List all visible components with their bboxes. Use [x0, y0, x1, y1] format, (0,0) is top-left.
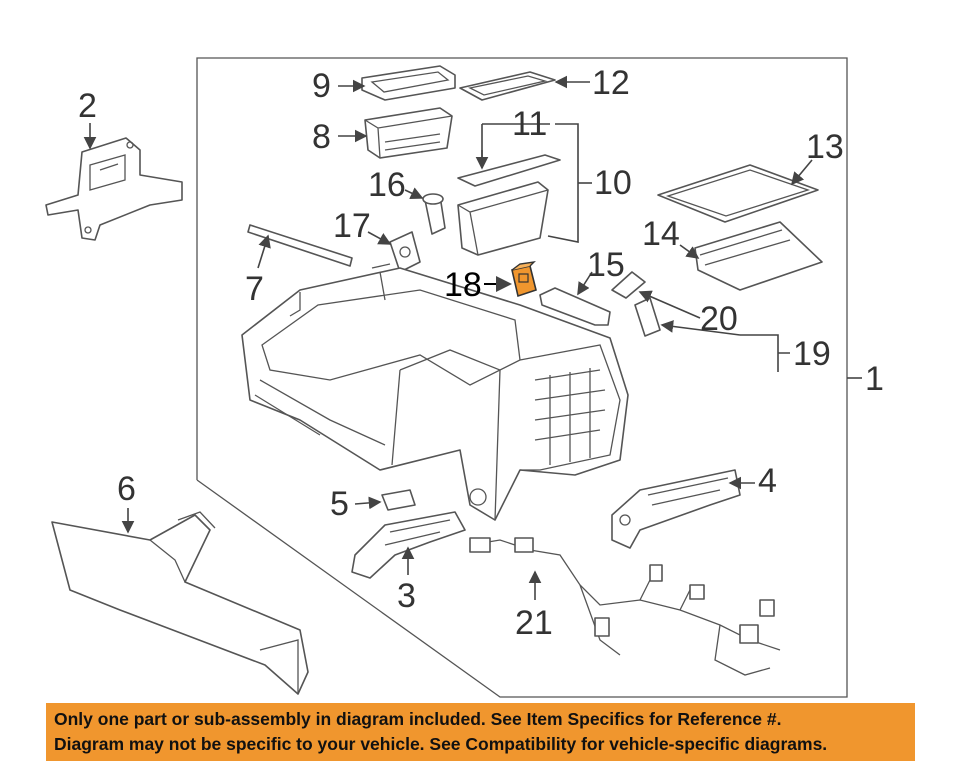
part-10-tray: [457, 181, 549, 256]
part-1-console: [241, 263, 629, 521]
callout-19-leader: [740, 334, 790, 372]
callout-13: 13: [806, 128, 844, 166]
part-9-lid-frame: [361, 65, 456, 101]
disclaimer-line-1: Only one part or sub-assembly in diagram…: [54, 709, 782, 729]
callout-16: 16: [368, 166, 406, 204]
part-4-bracket: [611, 469, 741, 549]
part-13-cover: [657, 164, 819, 223]
callout-8: 8: [312, 118, 331, 156]
part-19-bracket: [634, 297, 661, 337]
part-2-bracket: [45, 137, 183, 241]
callout-1: 1: [865, 360, 884, 398]
callout-9: 9: [312, 67, 331, 105]
callout-10: 10: [594, 164, 632, 202]
part-6-panel: [51, 511, 309, 695]
part-3-bracket: [351, 511, 466, 579]
callout-12: 12: [592, 64, 630, 102]
callout-14-leader: [679, 244, 700, 259]
callout-17-leader: [367, 231, 392, 245]
part-17-latch: [389, 231, 421, 273]
callout-2: 2: [78, 87, 97, 125]
parts-diagram: 1 2 3 4 5 6 7 8 9 10 11 12 13 14 15 16 1…: [45, 57, 884, 698]
part-7-trim: [247, 224, 353, 267]
part-5-clip: [381, 489, 416, 511]
callout-17: 17: [333, 207, 371, 245]
part-21-harness: [469, 537, 781, 676]
part-20-clip: [611, 271, 646, 299]
callout-15-leader: [577, 271, 593, 296]
part-14-panel: [694, 221, 823, 291]
callout-19-leader-2: [660, 320, 741, 336]
part-12-mat: [459, 71, 556, 101]
callout-20: 20: [700, 300, 738, 338]
part-15-bezel: [539, 287, 611, 326]
disclaimer-line-2: Diagram may not be specific to your vehi…: [54, 734, 828, 754]
callout-16-leader: [404, 187, 424, 200]
callout-10-leader: [547, 123, 579, 243]
callout-4: 4: [758, 462, 777, 500]
callout-15: 15: [587, 246, 625, 284]
callout-20-leader: [638, 290, 701, 319]
part-11-divider: [457, 154, 561, 187]
callout-5: 5: [330, 485, 349, 523]
callout-3: 3: [397, 577, 416, 615]
disclaimer-banner: Only one part or sub-assembly in diagram…: [46, 703, 915, 761]
callout-13-leader: [790, 159, 813, 186]
callout-11: 11: [512, 105, 547, 143]
callout-7-leader: [257, 234, 271, 269]
callout-14: 14: [642, 215, 680, 253]
callout-18: 18: [444, 266, 482, 304]
part-16-cup: [422, 193, 446, 235]
callout-7: 7: [245, 270, 264, 308]
callout-21: 21: [515, 604, 553, 642]
callout-19: 19: [793, 335, 831, 373]
callout-5-leader: [354, 496, 382, 510]
part-8-bin: [364, 107, 453, 159]
part-18-highlighted: [511, 261, 537, 298]
callout-6: 6: [117, 470, 136, 508]
